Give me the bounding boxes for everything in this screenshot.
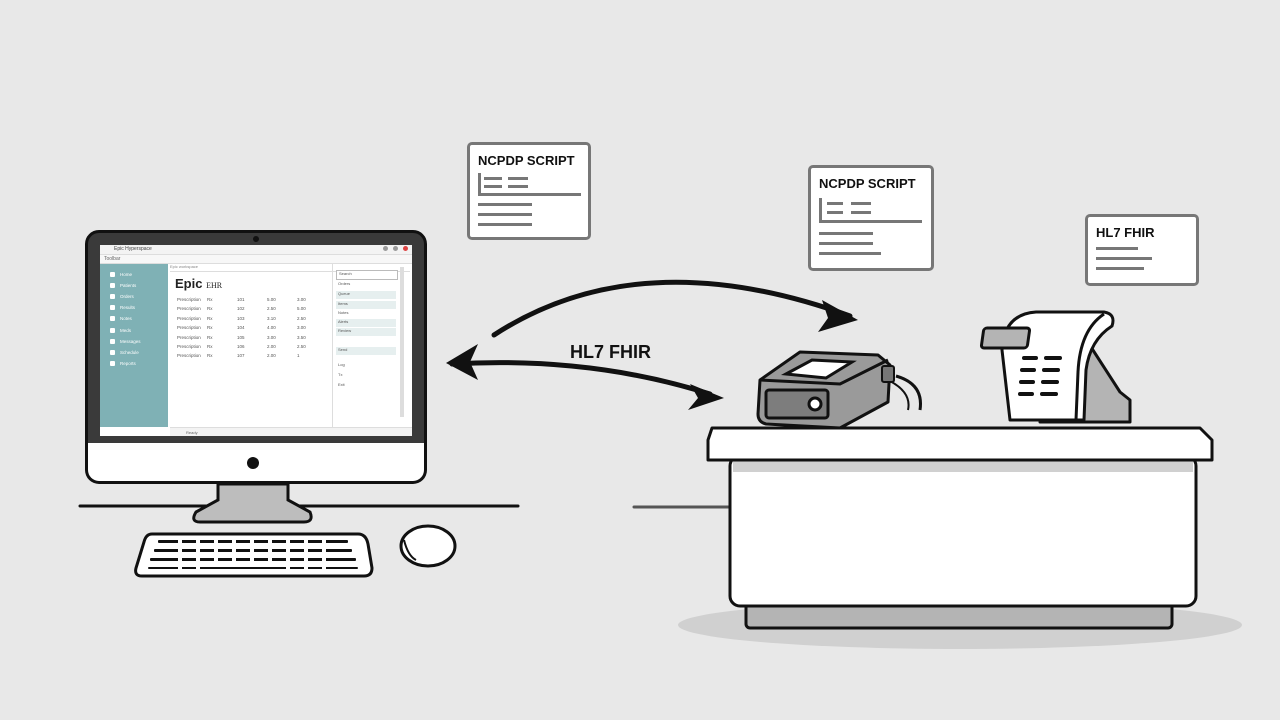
toolbar: Toolbar	[100, 255, 412, 264]
window-titlebar: Epic Hyperspace	[100, 245, 412, 255]
data-flow-arrows	[449, 279, 853, 397]
minimize-icon[interactable]	[383, 246, 388, 251]
arrowhead-right-icon	[688, 384, 724, 410]
panel-item[interactable]: Items	[336, 301, 396, 309]
keyboard-icon	[134, 532, 374, 578]
monitor-bezel: Epic Hyperspace Toolbar Home Patients Or…	[85, 230, 427, 446]
toolbar-label: Toolbar	[104, 256, 121, 262]
prescription-terminal-icon	[979, 310, 1132, 424]
sidebar-item[interactable]: Orders	[110, 294, 134, 300]
sidebar-item[interactable]: Schedule	[110, 350, 139, 356]
panel-item[interactable]: Notes	[338, 310, 349, 315]
window-controls[interactable]	[378, 246, 408, 253]
panel-item[interactable]: Orders	[338, 281, 351, 286]
panel-search[interactable]: Search	[336, 270, 398, 280]
right-panel: Search Orders Queue Items Notes Alerts R…	[332, 264, 407, 427]
window-title: Epic Hyperspace	[114, 246, 152, 252]
sidebar-item[interactable]: Messages	[110, 339, 141, 345]
hl7-fhir-document: HL7 FHIR	[1085, 214, 1199, 286]
sidebar-item[interactable]: Reports	[110, 361, 136, 367]
document-title: HL7 FHIR	[1096, 225, 1155, 240]
webcam-icon	[253, 236, 259, 242]
status-bar: Ready	[170, 427, 412, 436]
arrowhead-left-icon	[446, 344, 478, 380]
panel-item[interactable]: Exit	[338, 382, 345, 387]
monitor-stand	[192, 482, 313, 524]
maximize-icon[interactable]	[393, 246, 398, 251]
scrollbar[interactable]	[400, 267, 404, 417]
document-title: NCPDP SCRIPT	[819, 176, 916, 191]
ncpdp-script-document: NCPDP SCRIPT	[808, 165, 934, 271]
panel-item[interactable]: Log	[338, 362, 345, 367]
sidebar-item[interactable]: Home	[110, 272, 132, 278]
app-heading: Epic EHR	[175, 276, 223, 291]
close-icon[interactable]	[403, 246, 408, 251]
terminal-display	[979, 326, 1032, 350]
sidebar-item[interactable]: Patients	[110, 283, 136, 289]
sidebar-item[interactable]: Meds	[110, 328, 131, 334]
arrowhead-right-icon	[818, 300, 858, 332]
panel-item[interactable]: Queue	[336, 291, 396, 299]
desktop-computer-icon: Epic Hyperspace Toolbar Home Patients Or…	[85, 230, 427, 485]
ncpdp-script-document: NCPDP SCRIPT	[467, 142, 591, 240]
panel-item[interactable]: Send	[336, 347, 396, 355]
hl7-fhir-arrow-label: HL7 FHIR	[570, 342, 651, 362]
ehr-screen: Epic Hyperspace Toolbar Home Patients Or…	[100, 245, 412, 436]
panel-item[interactable]: Review	[336, 328, 396, 336]
pharmacy-counter-icon	[706, 426, 1214, 630]
sidebar-item[interactable]: Results	[110, 305, 135, 311]
dispensing-device-icon	[756, 350, 922, 430]
document-title: NCPDP SCRIPT	[478, 153, 575, 168]
monitor-logo-dot	[247, 457, 259, 469]
ehr-sidebar: Home Patients Orders Results Notes Meds …	[100, 264, 168, 427]
sidebar-item[interactable]: Notes	[110, 316, 132, 322]
address-bar[interactable]: Epic workspace	[170, 264, 410, 272]
panel-item[interactable]: Tx	[338, 372, 343, 377]
panel-item[interactable]: Alerts	[336, 319, 396, 327]
mouse-icon	[399, 524, 457, 568]
arrowheads	[446, 300, 858, 410]
